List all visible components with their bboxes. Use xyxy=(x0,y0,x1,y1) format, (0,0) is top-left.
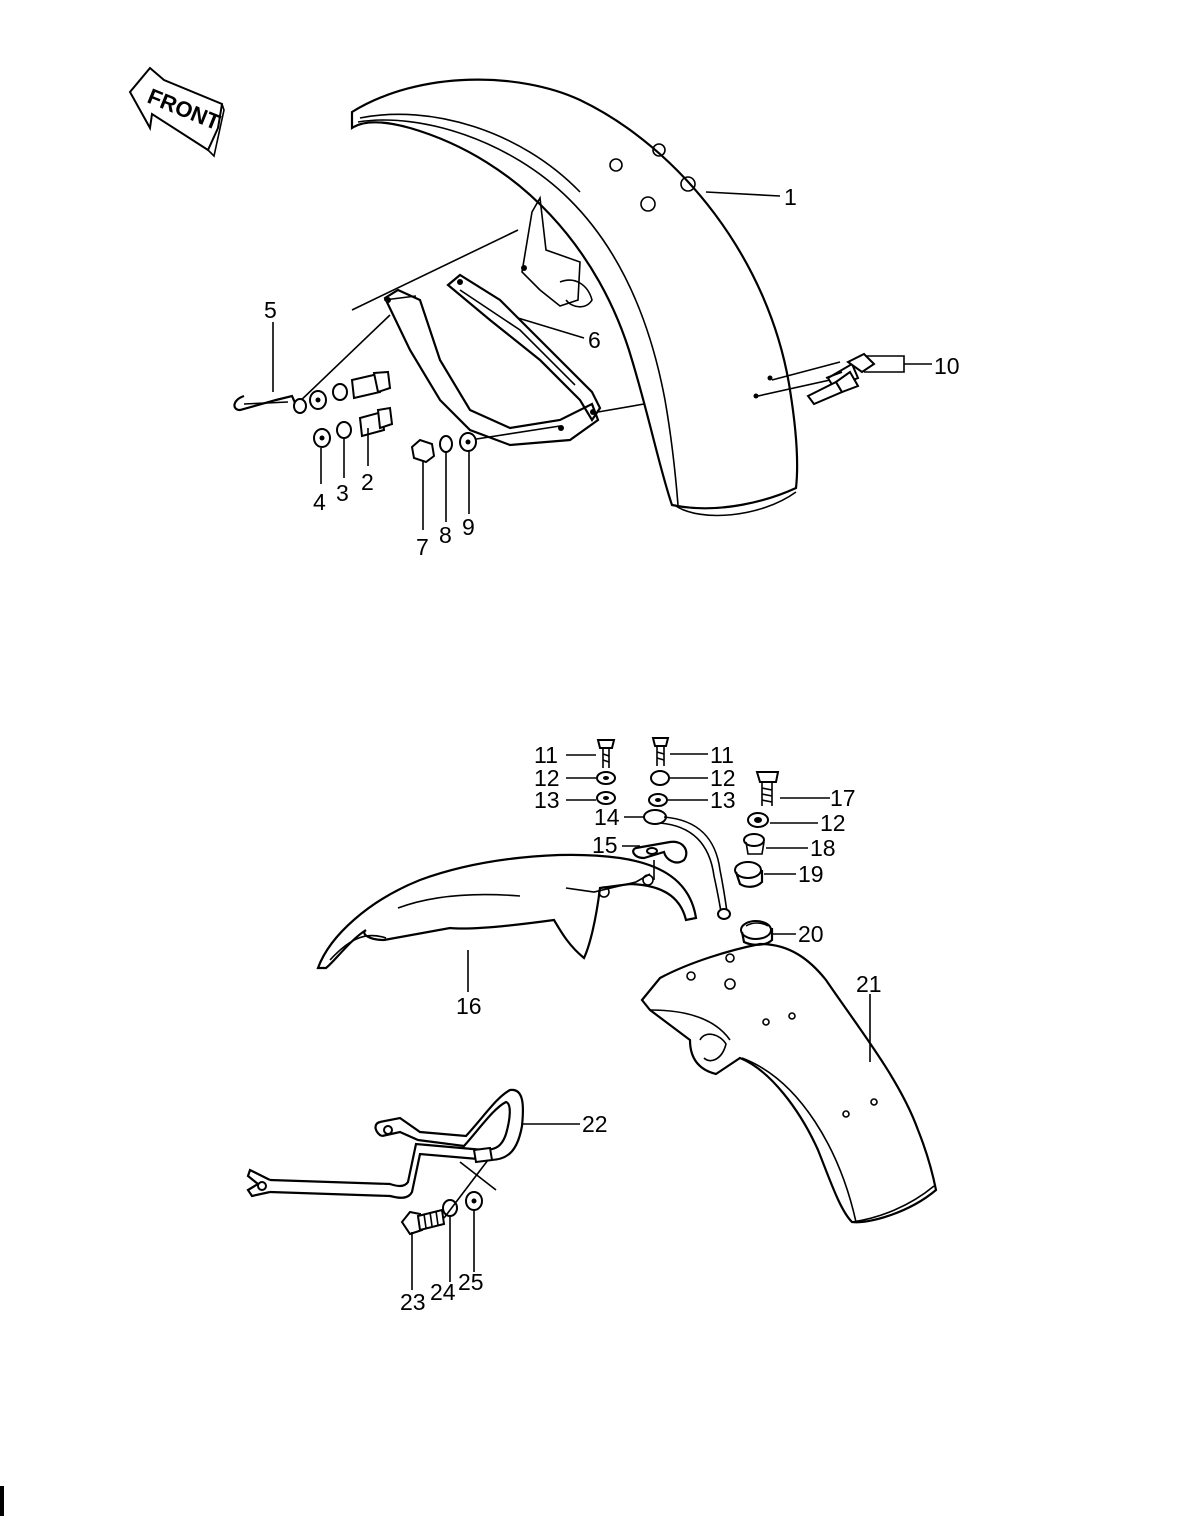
grab-rail-hardware xyxy=(400,1159,497,1236)
lower-leader-lines xyxy=(411,753,871,1290)
callout-24: 24 xyxy=(430,1279,456,1305)
callout-3: 3 xyxy=(336,480,349,506)
callout-17: 17 xyxy=(830,785,856,811)
front-fender-hardware xyxy=(293,352,876,464)
upper-leader-lines xyxy=(272,191,932,530)
wire-clip xyxy=(233,394,298,412)
callout-13-right: 13 xyxy=(710,787,736,813)
callout-12-left: 12 xyxy=(534,765,560,791)
callout-1: 1 xyxy=(784,184,797,210)
callout-12-center: 12 xyxy=(710,765,736,791)
page-edge-mark xyxy=(0,1486,4,1516)
callout-7: 7 xyxy=(416,534,429,560)
front-arrow: FRONT xyxy=(128,66,225,158)
callout-20: 20 xyxy=(798,921,824,947)
rear-fender xyxy=(640,942,938,1224)
rear-fender-flap xyxy=(316,853,698,970)
assembly-guide-lines xyxy=(295,229,841,441)
callout-5: 5 xyxy=(264,297,277,323)
callout-22: 22 xyxy=(582,1111,608,1137)
callout-labels: 1 2 3 4 5 6 7 8 9 10 11 11 12 12 12 13 1… xyxy=(264,184,960,1315)
callout-23: 23 xyxy=(400,1289,426,1315)
fender-inner-bracket xyxy=(521,195,593,308)
callout-16: 16 xyxy=(456,993,482,1019)
callout-25: 25 xyxy=(458,1269,484,1295)
callout-18: 18 xyxy=(810,835,836,861)
rear-center-hardware xyxy=(648,737,670,807)
grab-rail xyxy=(246,1088,525,1199)
rear-right-hardware xyxy=(734,771,780,946)
front-fender xyxy=(350,78,799,517)
callout-13-left: 13 xyxy=(534,787,560,813)
callout-9: 9 xyxy=(462,514,475,540)
rear-left-hardware xyxy=(596,739,616,805)
callout-8: 8 xyxy=(439,522,452,548)
callout-14: 14 xyxy=(594,804,620,830)
front-fender-stay xyxy=(383,273,602,447)
callout-21: 21 xyxy=(856,971,882,997)
callout-10: 10 xyxy=(934,353,960,379)
callout-19: 19 xyxy=(798,861,824,887)
callout-12-right: 12 xyxy=(820,810,846,836)
callout-4: 4 xyxy=(313,489,326,515)
callout-2: 2 xyxy=(361,469,374,495)
cable-clamp xyxy=(632,809,731,920)
callout-15: 15 xyxy=(592,832,618,858)
callout-11-right: 11 xyxy=(710,742,734,768)
callout-11-left: 11 xyxy=(534,742,558,768)
callout-6: 6 xyxy=(588,327,601,353)
